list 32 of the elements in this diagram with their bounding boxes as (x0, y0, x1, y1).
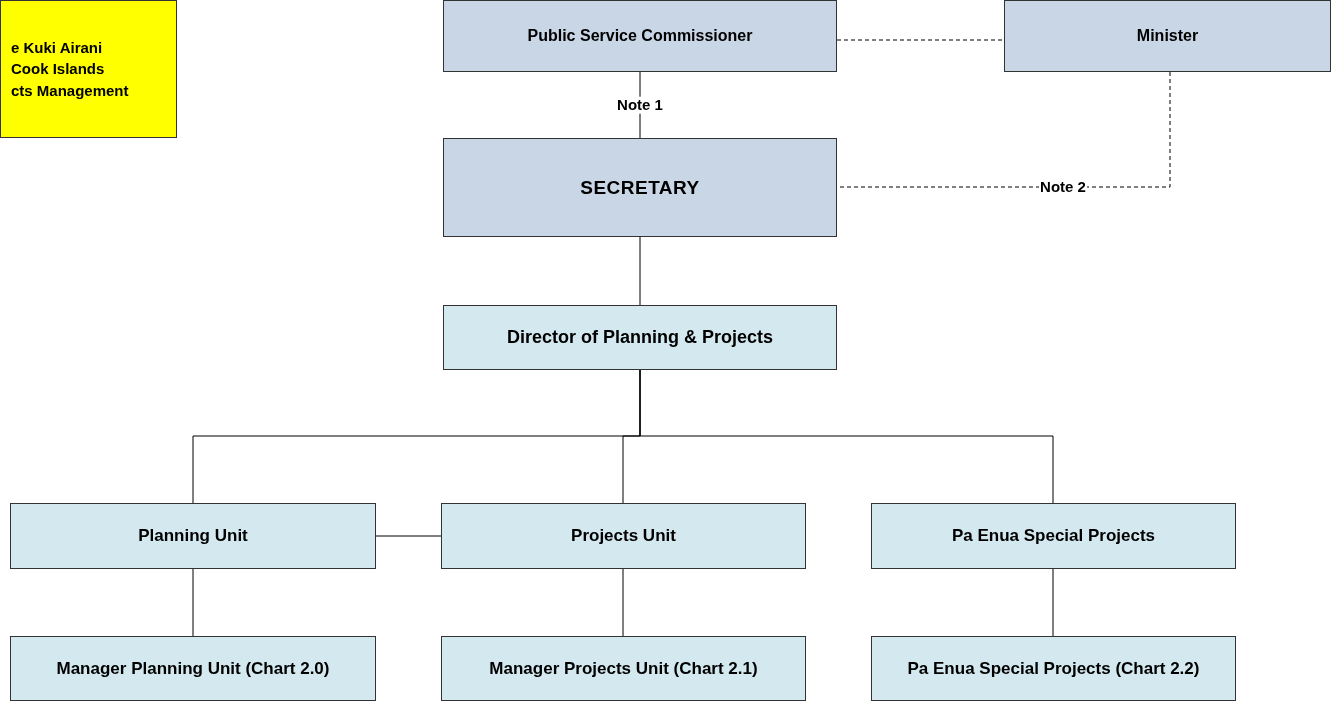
connector-line (836, 39, 1005, 41)
org-box (1004, 0, 1331, 72)
org-box (0, 0, 177, 138)
org-box (871, 503, 1236, 569)
box-label: Director of Planning & Projects (506, 327, 773, 348)
org-box (441, 636, 806, 701)
box-label: Projects Unit (571, 526, 676, 546)
box-label: Public Service Commissioner (527, 26, 753, 46)
box-label: Cook Islands (11, 60, 105, 78)
connector-line (375, 535, 442, 537)
connector-line (192, 568, 194, 637)
org-box (443, 138, 837, 237)
connector-line (1052, 568, 1054, 637)
connector-line (639, 369, 1054, 504)
org-box (10, 636, 376, 701)
org-box (871, 636, 1236, 701)
org-box (441, 503, 806, 569)
box-label: Pa Enua Special Projects (Chart 2.2) (907, 658, 1200, 679)
connector-line (639, 236, 641, 306)
org-box (443, 0, 837, 72)
box-label: Pa Enua Special Projects (951, 526, 1156, 546)
box-label: e Kuki Airani (11, 39, 103, 57)
box-label: Manager Projects Unit (Chart 2.1) (489, 658, 758, 679)
org-box (443, 305, 837, 370)
box-label: Manager Planning Unit (Chart 2.0) (56, 658, 330, 679)
box-label: Planning Unit (138, 526, 248, 546)
box-label: Minister (1136, 26, 1199, 46)
box-label: cts Management (11, 81, 129, 99)
box-label: SECRETARY (580, 176, 700, 199)
edge-label: Note 1 (616, 96, 664, 114)
connector-line (622, 568, 624, 637)
org-box (10, 503, 376, 569)
